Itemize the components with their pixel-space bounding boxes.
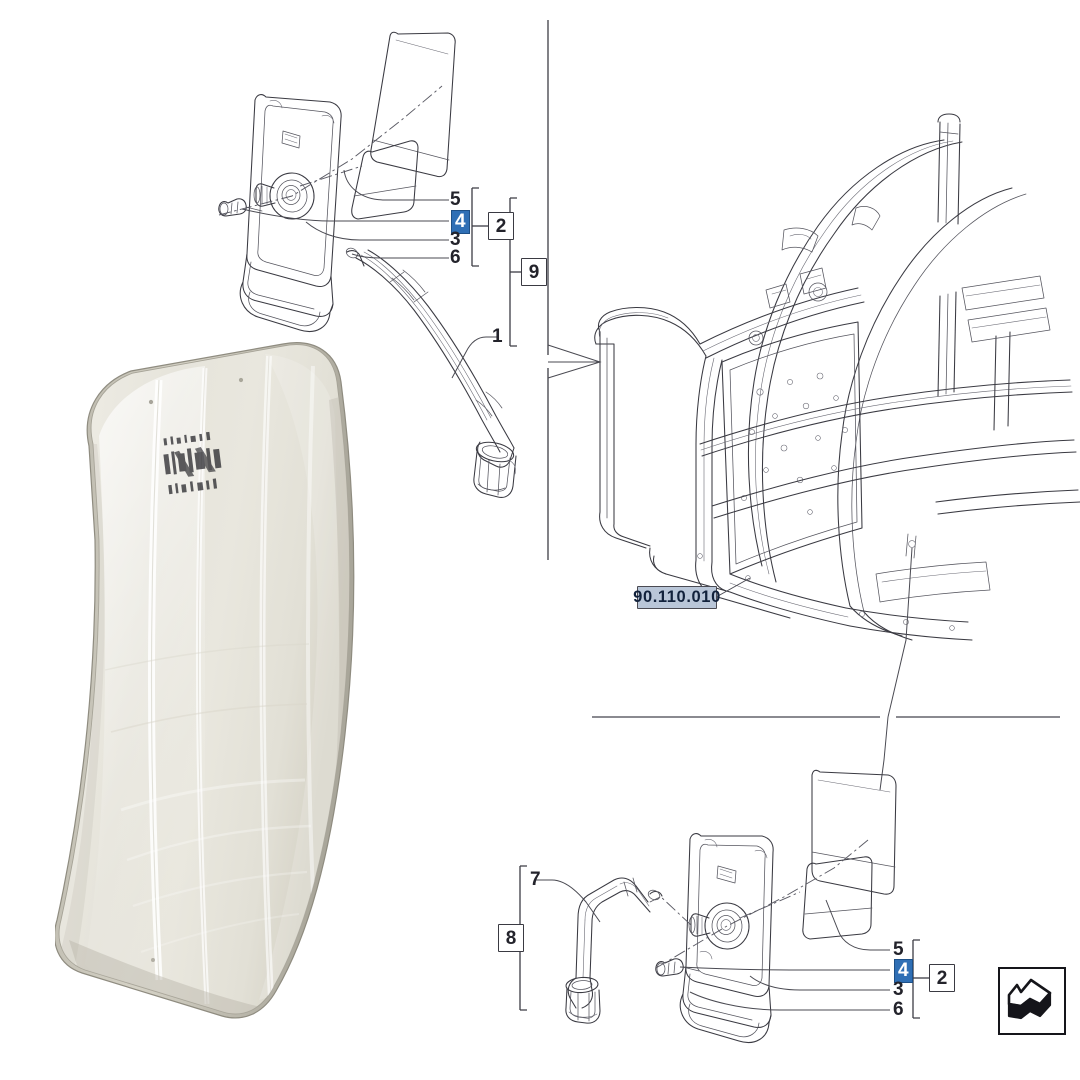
top-mirror-assembly xyxy=(218,31,517,498)
callout-3-bottom: 3 xyxy=(893,979,904,1000)
reference-tag-90-110-010[interactable]: 90.110.010 xyxy=(633,586,720,609)
mirror-glass-product-photo xyxy=(55,340,485,1020)
callout-4-bottom: 4 xyxy=(895,960,912,982)
group-box-8: 8 xyxy=(498,924,524,952)
tractor-cab-frame-drawing xyxy=(594,113,1080,791)
callout-4-top: 4 xyxy=(452,211,469,233)
callout-5-top: 5 xyxy=(450,189,461,210)
callout-1-top: 1 xyxy=(492,326,503,347)
bottom-mirror-arm xyxy=(565,877,661,1024)
group-box-2-top: 2 xyxy=(488,212,514,240)
bottom-mirror-assembly xyxy=(647,769,897,1043)
group-box-9: 9 xyxy=(521,258,547,286)
callout-6-bottom: 6 xyxy=(893,999,904,1020)
callout-5-bottom: 5 xyxy=(893,939,904,960)
bottom-callout-leaders xyxy=(506,865,929,1019)
callout-6-top: 6 xyxy=(450,247,461,268)
section-dividers xyxy=(547,20,1060,718)
view-direction-arrow-icon xyxy=(998,967,1066,1035)
callout-7-bottom: 7 xyxy=(530,869,541,890)
callout-3-top: 3 xyxy=(450,229,461,250)
group-box-2-bottom: 2 xyxy=(929,964,955,992)
